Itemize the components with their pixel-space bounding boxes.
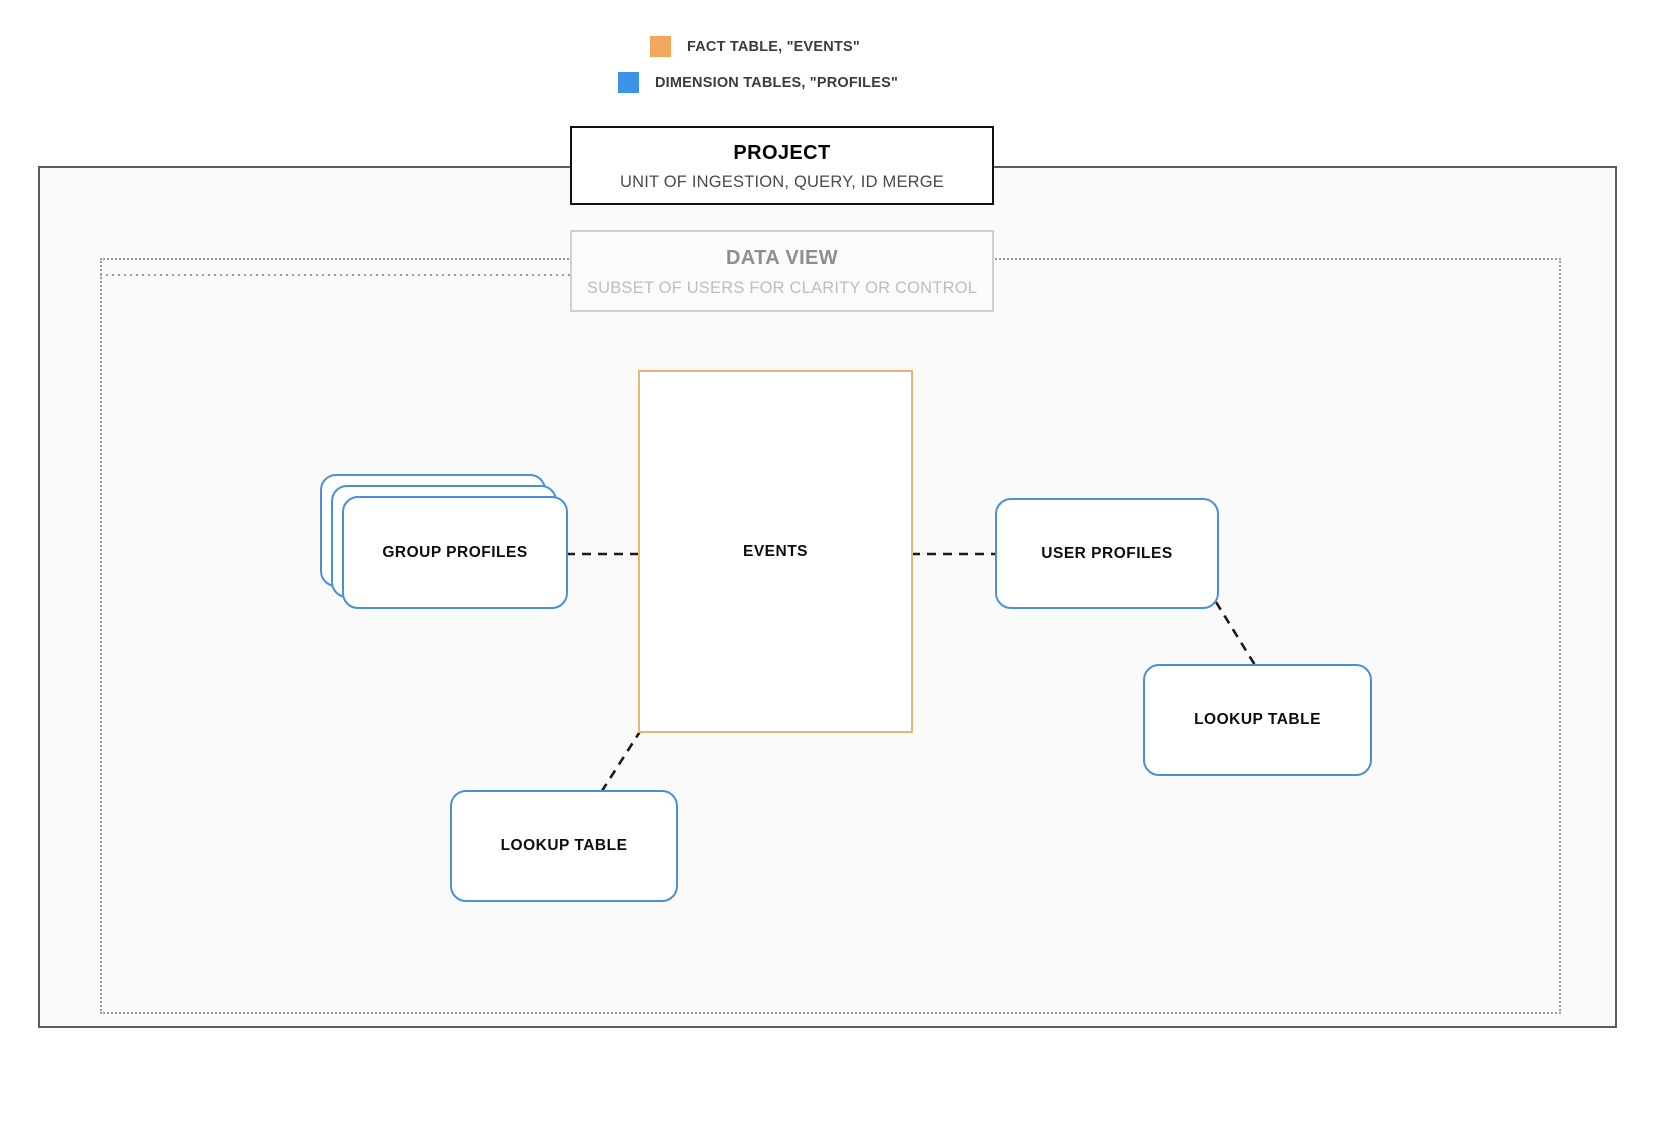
group-profiles-label: GROUP PROFILES (382, 543, 528, 561)
user-profiles-label: USER PROFILES (1041, 544, 1173, 562)
legend-item-dimension-tables: DIMENSION TABLES, "PROFILES" (618, 72, 898, 93)
events-fact-table-box[interactable]: EVENTS (638, 370, 913, 733)
lookup-table-left-box[interactable]: LOOKUP TABLE (450, 790, 678, 902)
dimension-tables-swatch-icon (618, 72, 639, 93)
legend-item-fact-table: FACT TABLE, "EVENTS" (650, 36, 860, 57)
events-label: EVENTS (742, 542, 808, 560)
project-title: PROJECT (733, 142, 831, 164)
data-view-title: DATA VIEW (725, 247, 839, 269)
legend-label-fact-table: FACT TABLE, "EVENTS" (687, 38, 860, 55)
group-profiles-card-front[interactable]: GROUP PROFILES (342, 496, 568, 609)
project-subtitle: UNIT OF INGESTION, QUERY, ID MERGE (619, 173, 944, 191)
group-profiles-stack[interactable]: GROUP PROFILES (320, 474, 568, 609)
lookup-table-left-label: LOOKUP TABLE (500, 837, 628, 854)
lookup-table-right-box[interactable]: LOOKUP TABLE (1143, 664, 1372, 776)
user-profiles-box[interactable]: USER PROFILES (995, 498, 1219, 609)
legend-label-dimension-tables: DIMENSION TABLES, "PROFILES" (655, 74, 899, 91)
data-view-subtitle: SUBSET OF USERS FOR CLARITY OR CONTROL (586, 279, 978, 297)
project-header-box: PROJECT UNIT OF INGESTION, QUERY, ID MER… (570, 126, 994, 205)
fact-table-swatch-icon (650, 36, 671, 57)
data-view-header-box: DATA VIEW SUBSET OF USERS FOR CLARITY OR… (570, 230, 994, 312)
lookup-table-right-label: LOOKUP TABLE (1194, 711, 1321, 728)
